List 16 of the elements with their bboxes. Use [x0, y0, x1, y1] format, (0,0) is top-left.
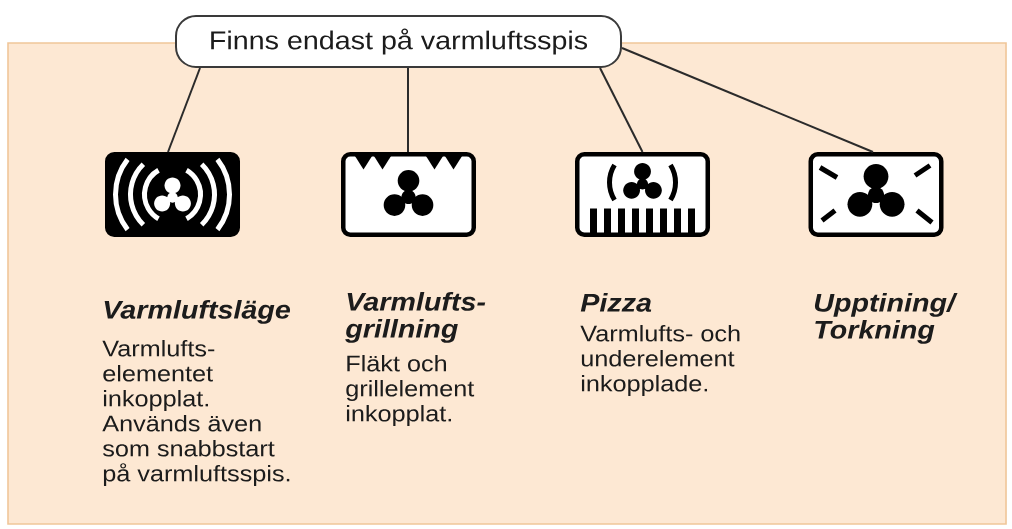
mode-title: Upptining/ Torkning [814, 293, 958, 344]
mode-description: Varmlufts- elementet inkopplat. Används även som snabbstart på varmluftsspis. [102, 340, 290, 486]
fan-icon [341, 152, 476, 237]
mode-description: Fläkt och grillelement inkopplat. [346, 355, 475, 426]
mode-title: Pizza [580, 293, 652, 312]
mode-description: Varmlufts- och underelement inkopplade. [580, 325, 740, 396]
mode-title: Varmlufts- grillning [345, 292, 486, 343]
fan-icon [575, 152, 710, 237]
connector-line [407, 67, 409, 153]
connector-line [621, 47, 874, 153]
label-bubble: Finns endast på varmluftsspis [175, 15, 622, 68]
connector-line [599, 67, 644, 153]
mode-title: Varmluftsläge [104, 300, 290, 324]
connector-line [167, 67, 201, 153]
fan-icon [808, 152, 944, 237]
fan-icon [105, 152, 240, 237]
